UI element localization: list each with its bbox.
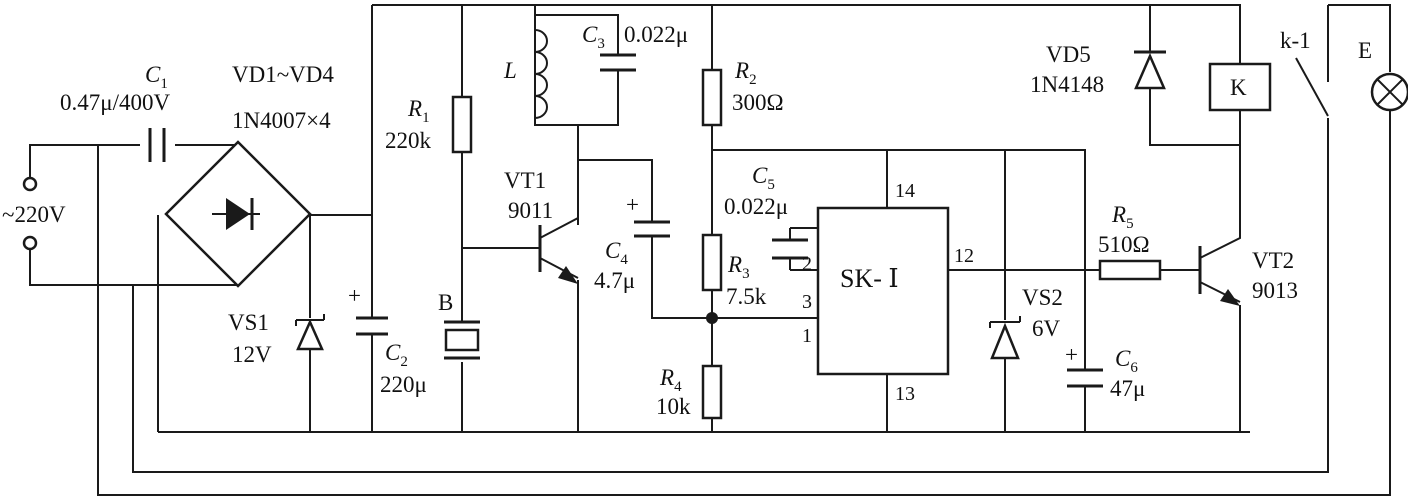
r1-value: 220k [385, 128, 432, 153]
ic-pin-3: 3 [802, 291, 812, 313]
capacitor-c2: + C2 220μ [348, 283, 427, 397]
c4-polarity: + [626, 192, 639, 217]
inductor-l: L [503, 29, 548, 119]
r5-name: R5 [1111, 202, 1134, 232]
ic-name: SK- Ⅰ [840, 264, 899, 293]
c2-name: C2 [385, 340, 408, 370]
vd5-name: VD5 [1046, 42, 1091, 67]
vt1-emitter-arrow [558, 266, 578, 284]
c5-value: 0.022μ [724, 194, 788, 219]
capacitor-c4: + C4 4.7μ [594, 192, 670, 293]
b-name: B [438, 290, 453, 315]
supply-label: ~220V [2, 202, 66, 227]
r2-name: R2 [734, 58, 757, 88]
vd5-part: 1N4148 [1030, 72, 1104, 97]
vt2-emitter-arrow [1220, 289, 1240, 306]
vt1-name: VT1 [504, 168, 546, 193]
relay-coil-k: K [1208, 62, 1272, 112]
vt2-part: 9013 [1252, 278, 1298, 303]
lamp-cross-icon [1376, 78, 1404, 106]
ic-pin-12: 12 [954, 245, 974, 267]
c6-name: C6 [1115, 346, 1138, 376]
capacitor-c6: + C6 47μ [1065, 342, 1145, 401]
zener-vs2: VS2 6V [989, 285, 1063, 360]
resistor-r5: R5 510Ω [1098, 202, 1162, 281]
l-name: L [503, 58, 517, 83]
zener-vs1: VS1 12V [228, 310, 325, 367]
capacitor-c5: C5 0.022μ [724, 163, 808, 260]
k1-name: k-1 [1280, 28, 1311, 53]
r5-value: 510Ω [1098, 232, 1150, 257]
diode-vd5: VD5 1N4148 [1030, 42, 1166, 97]
transistor-vt1: VT1 9011 [504, 168, 579, 432]
c4-name: C4 [605, 238, 628, 268]
resistor-r2: R2 300Ω [701, 58, 784, 127]
capacitor-c3: C3 0.022μ [582, 22, 688, 72]
supply-terminals: ~220V [2, 176, 66, 251]
resistor-r1: R1 220k [385, 95, 473, 154]
r4-name: R4 [659, 365, 682, 395]
bridge-part: 1N4007×4 [232, 108, 331, 133]
c2-polarity: + [348, 283, 361, 308]
ic-pin-14: 14 [895, 180, 915, 202]
c6-polarity: + [1065, 342, 1078, 367]
r2-value: 300Ω [732, 90, 784, 115]
bridge-rectifier: VD1~VD4 1N4007×4 [164, 62, 334, 288]
vs1-value: 12V [232, 342, 272, 367]
vs2-value: 6V [1032, 316, 1061, 341]
terminal-top [22, 176, 38, 192]
r3-name: R3 [727, 252, 750, 282]
capacitor-c1: C1 0.47μ/400V [60, 62, 170, 162]
r3-value: 7.5k [726, 284, 767, 309]
buzzer-b: B [438, 290, 480, 360]
ic-sk1: SK- Ⅰ 14 2 3 1 12 13 [802, 180, 974, 405]
relay-contact-k1: k-1 [1280, 28, 1329, 117]
resistor-r3: R3 7.5k [701, 233, 767, 309]
c1-name: C1 [145, 62, 168, 92]
c1-value: 0.47μ/400V [60, 90, 170, 115]
c2-value: 220μ [380, 372, 427, 397]
c3-name: C3 [582, 22, 605, 52]
ic-pin-13: 13 [895, 383, 915, 405]
resistor-r4: R4 10k [656, 364, 723, 420]
terminal-bottom [22, 235, 38, 251]
vs2-name: VS2 [1022, 285, 1063, 310]
c5-name: C5 [752, 163, 775, 193]
c4-value: 4.7μ [594, 268, 635, 293]
vt2-name: VT2 [1252, 248, 1294, 273]
vt1-part: 9011 [508, 198, 553, 223]
c3-value: 0.022μ [624, 22, 688, 47]
lamp-e: E [1358, 38, 1408, 112]
r4-value: 10k [656, 394, 691, 419]
transistor-vt2: VT2 9013 [1198, 232, 1298, 306]
bridge-diode-icon [226, 198, 250, 230]
ic-pin-1: 1 [802, 325, 812, 347]
c6-value: 47μ [1110, 376, 1145, 401]
ic-pin-2: 2 [802, 253, 812, 275]
r1-name: R1 [407, 96, 430, 126]
junction-dot [706, 312, 718, 324]
bridge-name: VD1~VD4 [232, 62, 334, 87]
e-name: E [1358, 38, 1372, 63]
vs1-name: VS1 [228, 310, 269, 335]
wiring [29, 4, 1391, 496]
k-name: K [1230, 75, 1247, 100]
